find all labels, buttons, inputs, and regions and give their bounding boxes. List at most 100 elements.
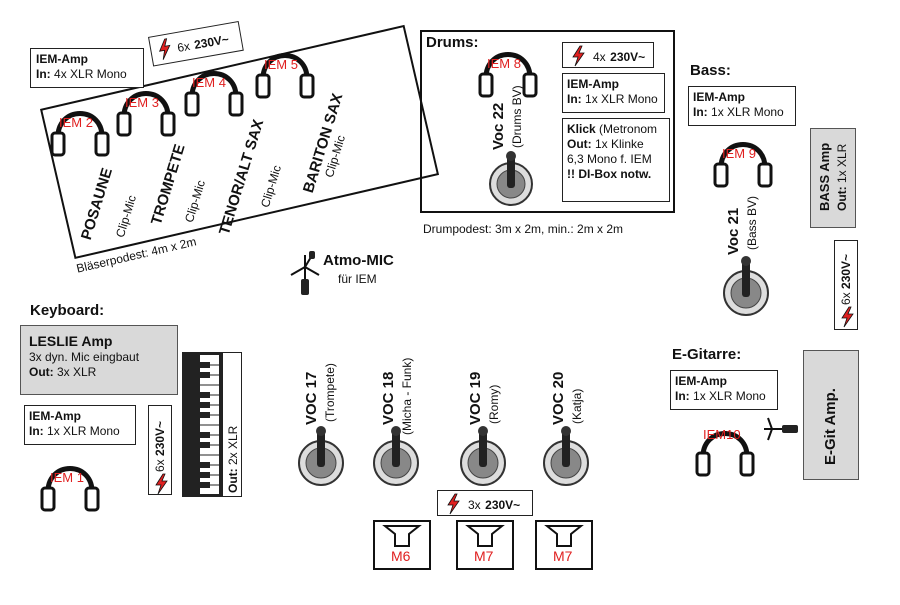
guitar-amp-box: E-Git Amp.	[803, 350, 859, 480]
klick-line4: !! DI-Box notw.	[567, 167, 652, 181]
voc-21-sub: (Bass BV)	[745, 195, 759, 250]
voc-20-label: VOC 20	[550, 371, 567, 425]
power-bolt-icon	[155, 473, 168, 495]
blaeser-iem-in-label: In:	[36, 67, 51, 81]
iem-3-label: IEM 3	[125, 95, 159, 110]
microphone-icon	[489, 151, 533, 206]
headphones-icon	[255, 53, 315, 99]
microphone-icon	[543, 426, 589, 486]
headphones-icon	[478, 52, 538, 98]
klick-title: Klick	[567, 122, 596, 136]
atmo-mic-title: Atmo-MIC	[323, 252, 394, 269]
iem-1-label: IEM 1	[50, 470, 84, 485]
drums-title: Drums:	[426, 34, 479, 51]
headphones-icon	[695, 431, 755, 477]
voc-18-sub: (Micha - Funk)	[400, 357, 414, 435]
mic-stand-icon	[764, 417, 798, 441]
headphones-icon	[50, 111, 110, 157]
bass-amp-box: BASS Amp Out: 1x XLR	[810, 128, 856, 228]
microphone-icon	[723, 256, 769, 316]
keyboard-power-text: 6x 230V~	[153, 420, 167, 472]
atmo-mic-sub: für IEM	[338, 272, 377, 286]
keyboard-power-box: 6x 230V~	[148, 405, 172, 495]
blaeser-iem-amp-box: IEM-Amp In: 4x XLR Mono	[30, 48, 144, 88]
monitor-wedge-icon	[535, 520, 593, 570]
guitar-amp-title: E-Git Amp.	[822, 388, 839, 465]
voc-22-sub: (Drums BV)	[510, 85, 524, 148]
klick-rest: (Metronom	[599, 122, 658, 136]
drums-power-box: 4x 230V~	[562, 42, 654, 68]
monitor-wedge-icon	[456, 520, 514, 570]
voc-21-label: Voc 21	[725, 207, 742, 255]
voc-20-sub: (Katja)	[570, 388, 584, 424]
drums-power-prefix: 4x	[593, 50, 606, 64]
guitar-iem-amp-box: IEM-Amp In: 1x XLR Mono	[670, 370, 778, 410]
monitors-power-value: 230V~	[485, 498, 521, 512]
blaeser-iem-amp-title: IEM-Amp	[36, 52, 88, 66]
monitors-power-box: 3x 230V~	[437, 490, 533, 516]
headphones-icon	[184, 71, 244, 117]
voc-19-sub: (Romy)	[487, 384, 501, 424]
drum-podium-size: Drumpodest: 3m x 2m, min.: 2m x 2m	[423, 222, 624, 236]
microphone-icon	[298, 426, 344, 486]
blaeser-iem-in-value: 4x XLR Mono	[54, 67, 127, 81]
power-bolt-icon	[841, 306, 854, 328]
guitar-iem-in-value: 1x XLR Mono	[693, 389, 766, 403]
monitor-wedge-icon	[373, 520, 431, 570]
microphone-icon	[460, 426, 506, 486]
power-bolt-icon	[572, 45, 585, 67]
bass-power-text: 6x 230V~	[839, 253, 853, 305]
keyboard-title: Keyboard:	[30, 302, 105, 319]
blaeser-power-value: 230V~	[193, 32, 230, 52]
bass-title: Bass:	[690, 62, 731, 79]
monitor-m7-label-1: M7	[474, 548, 494, 564]
iem-10-label: IEM10	[703, 427, 741, 442]
keyboard-icon	[182, 352, 222, 497]
keyboard-iem-amp-title: IEM-Amp	[29, 409, 81, 423]
leslie-amp-box: LESLIE Amp 3x dyn. Mic eingbaut Out: 3x …	[20, 325, 178, 395]
guitar-iem-amp-title: IEM-Amp	[675, 374, 727, 388]
klick-line3: 6,3 Mono f. IEM	[567, 152, 652, 166]
bass-power-box: 6x 230V~	[834, 240, 858, 330]
iem-9-label: IEM 9	[722, 146, 756, 161]
keys-out-text: Out: 2x XLR	[226, 425, 240, 493]
bass-amp-title: BASS Amp	[817, 142, 832, 211]
bass-iem-amp-title: IEM-Amp	[693, 90, 745, 104]
power-bolt-icon	[447, 493, 460, 515]
iem-4-label: IEM 4	[192, 75, 226, 90]
mic-stand-icon	[290, 251, 320, 295]
bass-iem-in-value: 1x XLR Mono	[711, 105, 784, 119]
monitor-m7-label-2: M7	[553, 548, 573, 564]
iem-5-label: IEM 5	[264, 57, 298, 72]
keyboard-iem-amp-box: IEM-Amp In: 1x XLR Mono	[24, 405, 136, 445]
monitor-m6-label: M6	[391, 548, 411, 564]
klick-out-value: 1x Klinke	[595, 137, 644, 151]
bass-iem-in-label: In:	[693, 105, 708, 119]
iem-8-label: IEM 8	[487, 56, 521, 71]
guitar-iem-in-label: In:	[675, 389, 690, 403]
drums-power-value: 230V~	[610, 50, 646, 64]
drums-iem-in-label: In:	[567, 92, 582, 106]
headphones-icon	[713, 142, 773, 188]
klick-out-label: Out:	[567, 137, 592, 151]
microphone-icon	[373, 426, 419, 486]
leslie-title: LESLIE Amp	[29, 333, 113, 349]
leslie-line1: 3x dyn. Mic eingbaut	[29, 350, 140, 364]
drums-iem-in-value: 1x XLR Mono	[585, 92, 658, 106]
keys-out-box: Out: 2x XLR	[222, 352, 242, 497]
keyboard-iem-in-value: 1x XLR Mono	[47, 424, 120, 438]
drums-iem-amp-box: IEM-Amp In: 1x XLR Mono	[562, 73, 665, 113]
headphones-icon	[116, 91, 176, 137]
keyboard-iem-in-label: In:	[29, 424, 44, 438]
voc-19-label: VOC 19	[467, 371, 484, 425]
monitors-power-prefix: 3x	[468, 498, 481, 512]
power-bolt-icon	[158, 38, 171, 60]
bass-amp-out: Out: 1x XLR	[835, 143, 849, 211]
iem-2-label: IEM 2	[59, 115, 93, 130]
voc-17-label: VOC 17	[303, 371, 320, 425]
voc-22-label: Voc 22	[490, 102, 507, 150]
klick-box: Klick (Metronom Out: 1x Klinke 6,3 Mono …	[562, 118, 670, 202]
leslie-out-value: 3x XLR	[57, 365, 97, 379]
bass-iem-amp-box: IEM-Amp In: 1x XLR Mono	[688, 86, 796, 126]
drum-podium	[420, 30, 675, 213]
